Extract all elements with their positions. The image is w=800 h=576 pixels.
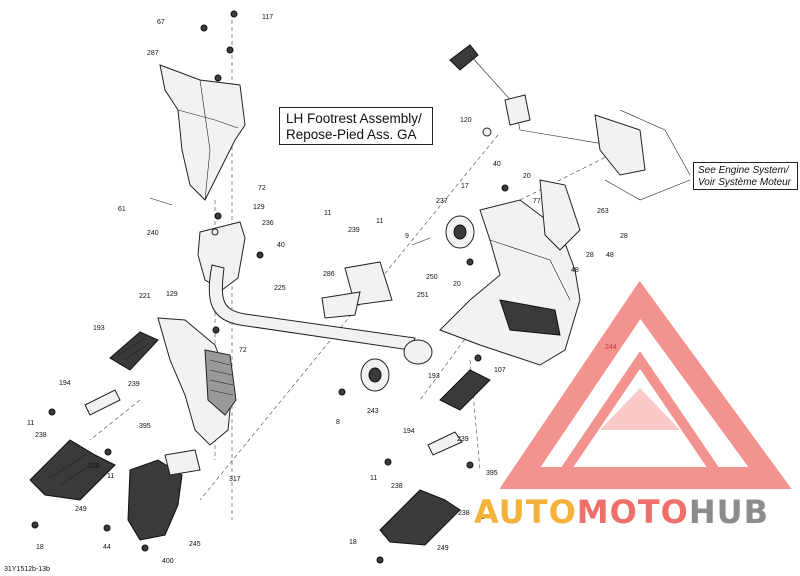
callout-40: 40 <box>493 161 501 168</box>
callout-17: 17 <box>461 183 469 190</box>
callout-287: 287 <box>147 50 159 57</box>
callout-225: 225 <box>274 285 286 292</box>
callout-20: 20 <box>453 281 461 288</box>
callout-9: 9 <box>405 233 409 240</box>
callout-72: 72 <box>258 185 266 192</box>
roller-243 <box>360 358 390 392</box>
bracket-244 <box>439 199 581 366</box>
callout-20: 20 <box>523 173 531 180</box>
shift-linkage <box>449 44 646 176</box>
callout-129: 129 <box>253 204 265 211</box>
callout-221: 221 <box>139 293 151 300</box>
footpeg-249-left <box>29 439 116 501</box>
assembly-title-box: LH Footrest Assembly/ Repose-Pied Ass. G… <box>279 107 433 145</box>
shield-221 <box>157 317 237 446</box>
callout-286: 286 <box>323 271 335 278</box>
callout-238: 238 <box>458 510 470 517</box>
callout-11: 11 <box>27 420 34 427</box>
callout-236: 236 <box>262 220 274 227</box>
cover-317 <box>164 449 201 476</box>
watermark-part3: HUB <box>688 493 770 531</box>
fasteners <box>31 10 474 564</box>
callout-243: 243 <box>367 408 379 415</box>
callout-11: 11 <box>477 514 484 521</box>
watermark-text: AUTOMOTOHUB <box>474 493 769 531</box>
callout-18: 18 <box>349 539 357 546</box>
callout-249: 249 <box>75 506 87 513</box>
assembly-title-line2: Repose-Pied Ass. GA <box>286 127 417 142</box>
callout-239: 239 <box>348 227 360 234</box>
callout-240: 240 <box>147 230 159 237</box>
callout-395: 395 <box>486 470 498 477</box>
callout-193: 193 <box>93 325 105 332</box>
callout-11: 11 <box>370 475 377 482</box>
bracket-194-right <box>427 431 463 456</box>
callout-120: 120 <box>460 117 472 124</box>
callout-250: 250 <box>426 274 438 281</box>
callout-193: 193 <box>428 373 440 380</box>
callout-107: 107 <box>494 367 506 374</box>
callout-48: 48 <box>606 252 614 259</box>
callout-263: 263 <box>597 208 609 215</box>
callout-251: 251 <box>417 292 429 299</box>
callout-117: 117 <box>262 14 273 21</box>
callout-317: 317 <box>229 476 241 483</box>
watermark-part2: MOTO <box>576 493 689 531</box>
callout-194: 194 <box>403 428 415 435</box>
footpeg-249-right <box>379 489 461 546</box>
callout-239: 239 <box>457 436 469 443</box>
callout-44: 44 <box>103 544 111 551</box>
engine-reference-leader <box>604 109 691 201</box>
engine-system-reference-box: See Engine System/ Voir Système Moteur <box>693 162 798 190</box>
callout-18: 18 <box>36 544 44 551</box>
watermark-part1: AUTO <box>474 493 577 531</box>
callout-72: 72 <box>239 347 247 354</box>
callout-244: 244 <box>605 344 617 351</box>
callout-28: 28 <box>586 252 594 259</box>
callout-237: 237 <box>436 198 448 205</box>
callout-77: 77 <box>533 198 541 205</box>
callout-194: 194 <box>59 380 71 387</box>
bracket-194-left <box>84 389 121 416</box>
callout-239: 239 <box>128 381 140 388</box>
bracket-245 <box>127 459 183 541</box>
plate-251 <box>321 261 393 319</box>
callout-238: 238 <box>35 432 47 439</box>
callout-48: 48 <box>571 267 579 274</box>
bracket-236 <box>197 221 246 291</box>
watermark-logo <box>499 280 792 489</box>
footpeg-193-right <box>439 369 491 411</box>
callout-67: 67 <box>157 19 165 26</box>
callout-11: 11 <box>324 210 331 217</box>
roller-237 <box>445 215 475 249</box>
reference-line1: See Engine System/ <box>698 165 789 176</box>
callout-400: 400 <box>162 558 174 565</box>
callout-8: 8 <box>336 419 340 426</box>
callout-238: 238 <box>88 463 100 470</box>
assembly-title-line1: LH Footrest Assembly/ <box>286 111 422 126</box>
callout-labels: 67 117 287 61 72 129 236 240 40 221 129 … <box>27 14 628 565</box>
heat-shield-287 <box>159 64 246 201</box>
callout-129: 129 <box>166 291 178 298</box>
tube-225 <box>208 264 433 365</box>
callout-249: 249 <box>437 545 449 552</box>
callout-28: 28 <box>620 233 628 240</box>
callout-395: 395 <box>139 423 151 430</box>
reference-line2: Voir Système Moteur <box>698 177 791 188</box>
callout-11: 11 <box>107 473 114 480</box>
footpeg-193-left <box>109 331 159 371</box>
document-code: 31Y1512b-13b <box>4 566 50 573</box>
callout-238: 238 <box>391 483 403 490</box>
callout-40: 40 <box>277 242 285 249</box>
callout-61: 61 <box>118 206 126 213</box>
small-parts-right <box>466 127 581 362</box>
callout-11: 11 <box>376 218 383 225</box>
callout-245: 245 <box>189 541 201 548</box>
